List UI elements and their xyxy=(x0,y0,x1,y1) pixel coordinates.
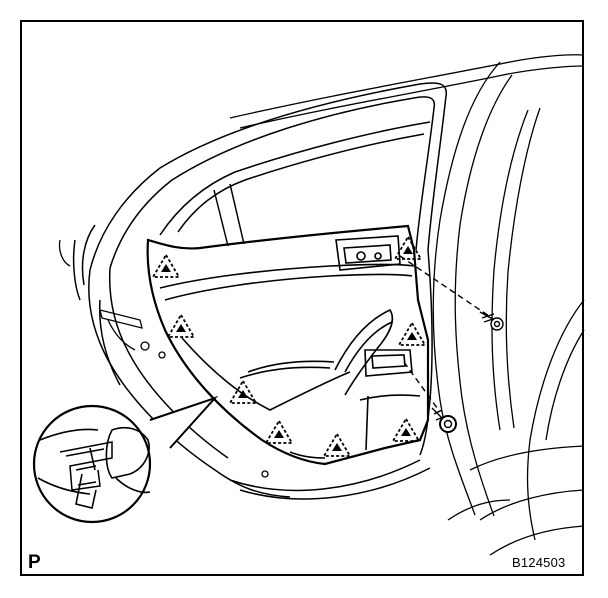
clip-location-triangle-icon xyxy=(398,322,426,346)
figure-frame xyxy=(20,20,584,576)
clip-markers xyxy=(152,236,426,457)
door-trim-panel xyxy=(146,224,430,466)
page-letter: P xyxy=(28,552,41,573)
car-body-outline xyxy=(229,54,585,556)
screw-lower xyxy=(403,361,457,433)
door-hardware xyxy=(58,239,269,478)
clip-location-triangle-icon xyxy=(265,420,293,444)
clip-detail-callout xyxy=(32,395,219,524)
clip-location-triangle-icon xyxy=(323,433,351,457)
clip-location-triangle-icon xyxy=(392,418,420,442)
clip-location-triangle-icon xyxy=(152,254,180,278)
screw-upper xyxy=(399,255,504,331)
figure-code: B124503 xyxy=(512,555,566,570)
clip-location-triangle-icon xyxy=(167,314,195,338)
door-frame xyxy=(72,82,448,500)
